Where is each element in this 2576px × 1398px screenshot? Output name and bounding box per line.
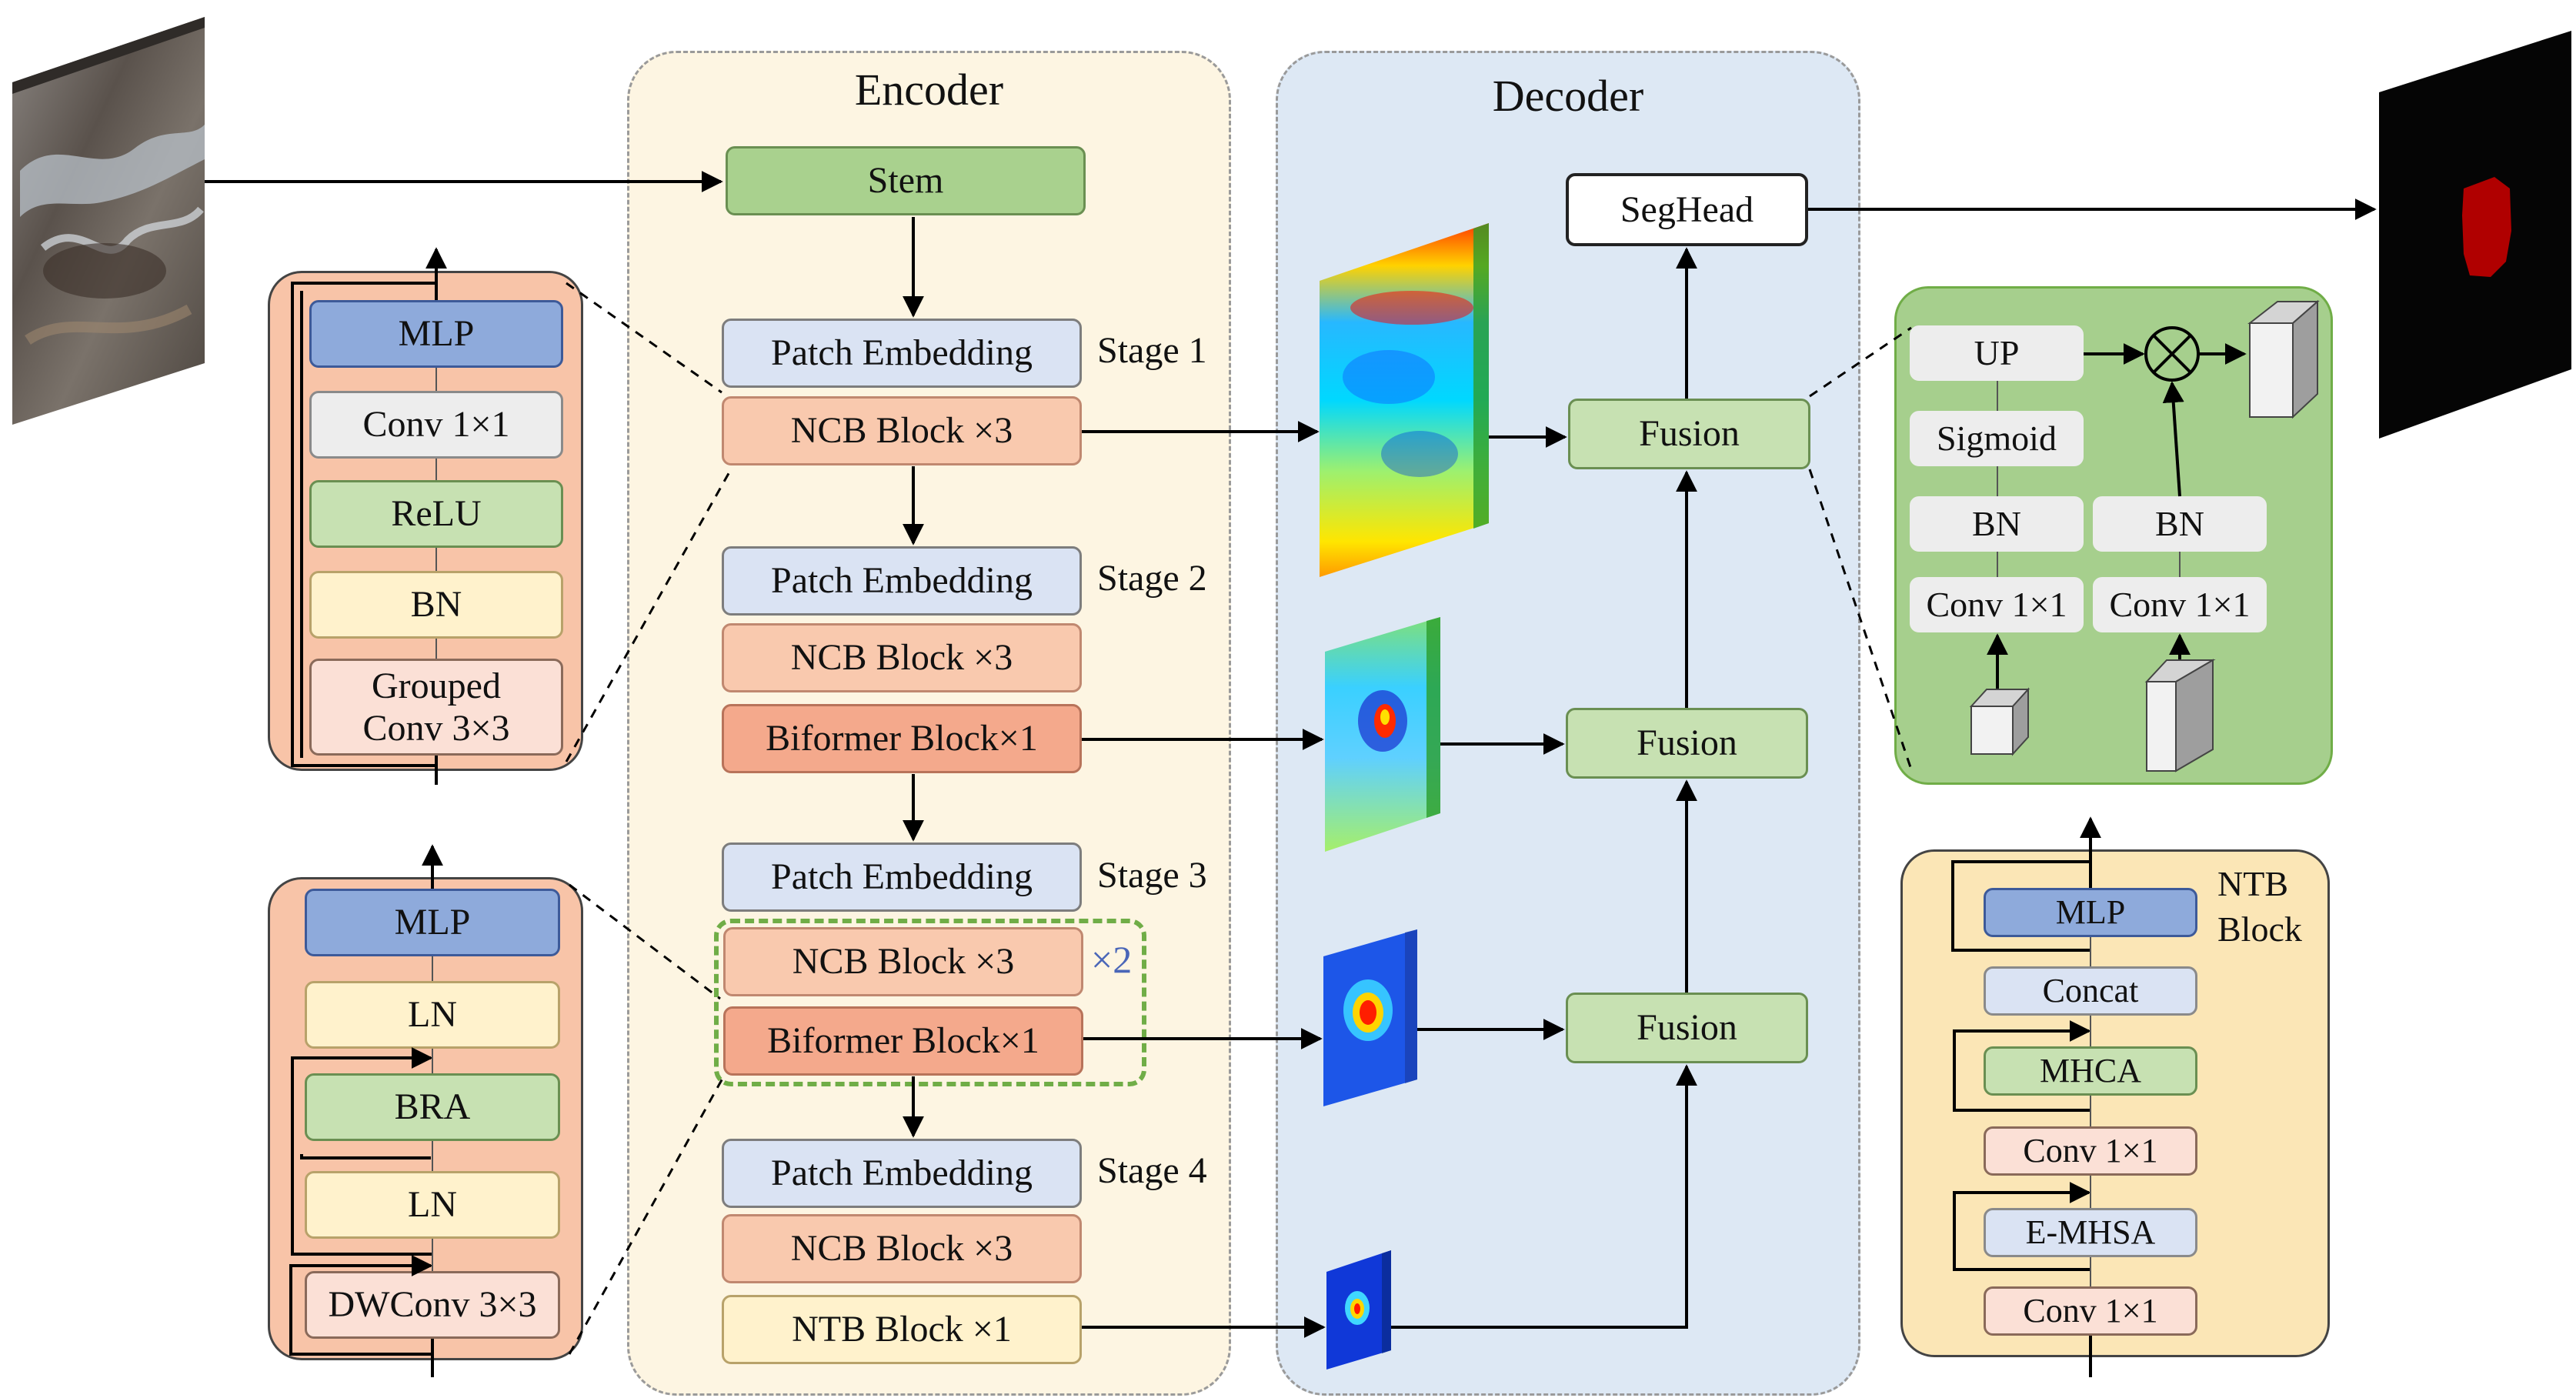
output-mask-svg — [2379, 31, 2571, 439]
ntb-concat[interactable]: Concat — [1984, 966, 2197, 1016]
stage4-ntb-block[interactable]: NTB Block ×1 — [722, 1295, 1082, 1364]
stage4-patch-embedding[interactable]: Patch Embedding — [722, 1139, 1082, 1208]
ntb-panel-title: NTB Block — [2217, 864, 2302, 949]
biformer-dwconv[interactable]: DWConv 3×3 — [305, 1271, 560, 1339]
input-image — [12, 17, 205, 425]
ncb-conv1x1[interactable]: Conv 1×1 — [309, 391, 563, 459]
stage3-patch-embedding[interactable]: Patch Embedding — [722, 842, 1082, 912]
ncb-mlp[interactable]: MLP — [309, 300, 563, 368]
stage1-ncb-block[interactable]: NCB Block ×3 — [722, 396, 1082, 465]
fusion-up[interactable]: UP — [1910, 325, 2084, 381]
stage3-repeat-group — [714, 919, 1146, 1086]
biformer-ln-top[interactable]: LN — [305, 981, 560, 1049]
fusion-bn-right[interactable]: BN — [2093, 496, 2267, 552]
fusion-sigmoid[interactable]: Sigmoid — [1910, 411, 2084, 466]
feature-map-stage3 — [1323, 929, 1417, 1106]
fusion-block-1[interactable]: Fusion — [1568, 399, 1810, 469]
encoder-title: Encoder — [854, 65, 1004, 115]
stage4-label: Stage 4 — [1097, 1150, 1207, 1191]
fusion-block-2[interactable]: Fusion — [1566, 708, 1808, 779]
decoder-title: Decoder — [1492, 71, 1644, 121]
ntb-mhca[interactable]: MHCA — [1984, 1046, 2197, 1096]
stage3-repeat-label: ×2 — [1091, 938, 1133, 981]
feature-map-stage2 — [1325, 617, 1440, 852]
biformer-ln-bottom[interactable]: LN — [305, 1171, 560, 1239]
stage2-patch-embedding[interactable]: Patch Embedding — [722, 546, 1082, 616]
stage1-label: Stage 1 — [1097, 330, 1207, 371]
feature-map-stage1-svg — [1320, 223, 1489, 577]
stage3-biformer-block[interactable]: Biformer Block×1 — [723, 1006, 1083, 1076]
ntb-mlp[interactable]: MLP — [1984, 888, 2197, 937]
biformer-bra[interactable]: BRA — [305, 1073, 560, 1141]
stage3-ncb-block[interactable]: NCB Block ×3 — [723, 927, 1083, 996]
stage2-ncb-block[interactable]: NCB Block ×3 — [722, 623, 1082, 692]
stem-block[interactable]: Stem — [726, 146, 1086, 215]
stage3-label: Stage 3 — [1097, 855, 1207, 896]
seghead-block[interactable]: SegHead — [1566, 173, 1808, 246]
stage2-biformer-block[interactable]: Biformer Block×1 — [722, 704, 1082, 773]
stage4-ncb-block[interactable]: NCB Block ×3 — [722, 1214, 1082, 1283]
ntb-emhsa[interactable]: E-MHSA — [1984, 1208, 2197, 1257]
fusion-block-3[interactable]: Fusion — [1566, 993, 1808, 1063]
biformer-mlp[interactable]: MLP — [305, 889, 560, 956]
fusion-conv-left[interactable]: Conv 1×1 — [1910, 577, 2084, 632]
feature-map-stage2-svg — [1325, 617, 1440, 852]
feature-map-stage3-svg — [1323, 929, 1417, 1106]
feature-map-stage4 — [1326, 1250, 1391, 1370]
fusion-bn-left[interactable]: BN — [1910, 496, 2084, 552]
feature-map-stage4-svg — [1326, 1250, 1391, 1370]
ntb-conv1x1-top[interactable]: Conv 1×1 — [1984, 1126, 2197, 1176]
ncb-grouped-conv[interactable]: Grouped Conv 3×3 — [309, 659, 563, 756]
stage1-patch-embedding[interactable]: Patch Embedding — [722, 319, 1082, 388]
ncb-bn[interactable]: BN — [309, 571, 563, 639]
ntb-conv1x1-bottom[interactable]: Conv 1×1 — [1984, 1286, 2197, 1336]
stage2-label: Stage 2 — [1097, 558, 1207, 599]
feature-map-stage1 — [1320, 223, 1489, 577]
input-image-svg — [12, 17, 205, 425]
output-mask — [2379, 31, 2571, 439]
fusion-conv-right[interactable]: Conv 1×1 — [2093, 577, 2267, 632]
ncb-relu[interactable]: ReLU — [309, 480, 563, 548]
